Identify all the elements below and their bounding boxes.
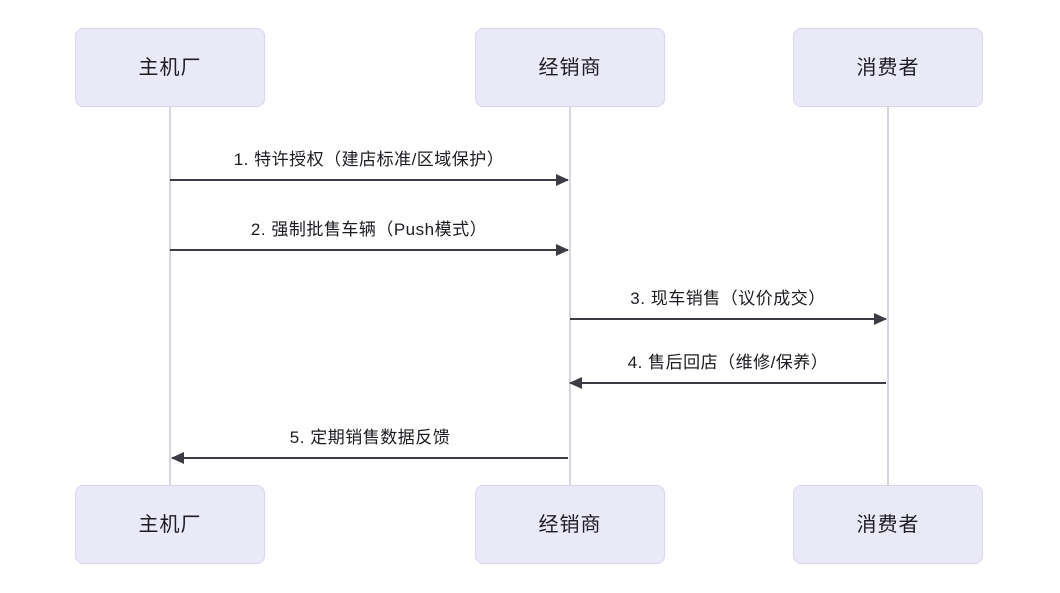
lifeline-dealer (569, 107, 571, 485)
lifeline-oem (169, 107, 171, 485)
participant-label-dealer-bottom: 经销商 (538, 513, 602, 536)
participant-box-consumer-top[interactable]: 消费者 (793, 28, 983, 107)
message-line-1 (170, 179, 568, 181)
participant-box-dealer-top[interactable]: 经销商 (475, 28, 665, 107)
message-label-3: 3. 现车销售（议价成交） (630, 289, 826, 308)
participant-label-consumer-bottom: 消费者 (856, 513, 920, 536)
message-line-5 (172, 457, 568, 459)
arrowhead-left-icon-5 (171, 452, 184, 464)
participant-box-oem-top[interactable]: 主机厂 (75, 28, 265, 107)
message-label-1: 1. 特许授权（建店标准/区域保护） (233, 150, 505, 169)
message-line-3 (570, 318, 886, 320)
participant-box-consumer-bottom[interactable]: 消费者 (793, 485, 983, 564)
message-label-2: 2. 强制批售车辆（Push模式） (250, 220, 488, 239)
arrowhead-right-icon-1 (556, 174, 569, 186)
participant-label-consumer-top: 消费者 (856, 56, 920, 79)
participant-box-dealer-bottom[interactable]: 经销商 (475, 485, 665, 564)
message-label-4: 4. 售后回店（维修/保养） (627, 353, 829, 372)
participant-label-oem-bottom: 主机厂 (138, 513, 202, 536)
arrowhead-right-icon-2 (556, 244, 569, 256)
message-label-5: 5. 定期销售数据反馈 (289, 428, 451, 447)
message-line-4 (570, 382, 886, 384)
lifeline-consumer (887, 107, 889, 485)
arrowhead-left-icon-4 (569, 377, 582, 389)
participant-box-oem-bottom[interactable]: 主机厂 (75, 485, 265, 564)
participant-label-oem-top: 主机厂 (138, 56, 202, 79)
participant-label-dealer-top: 经销商 (538, 56, 602, 79)
arrowhead-right-icon-3 (874, 313, 887, 325)
message-line-2 (170, 249, 568, 251)
